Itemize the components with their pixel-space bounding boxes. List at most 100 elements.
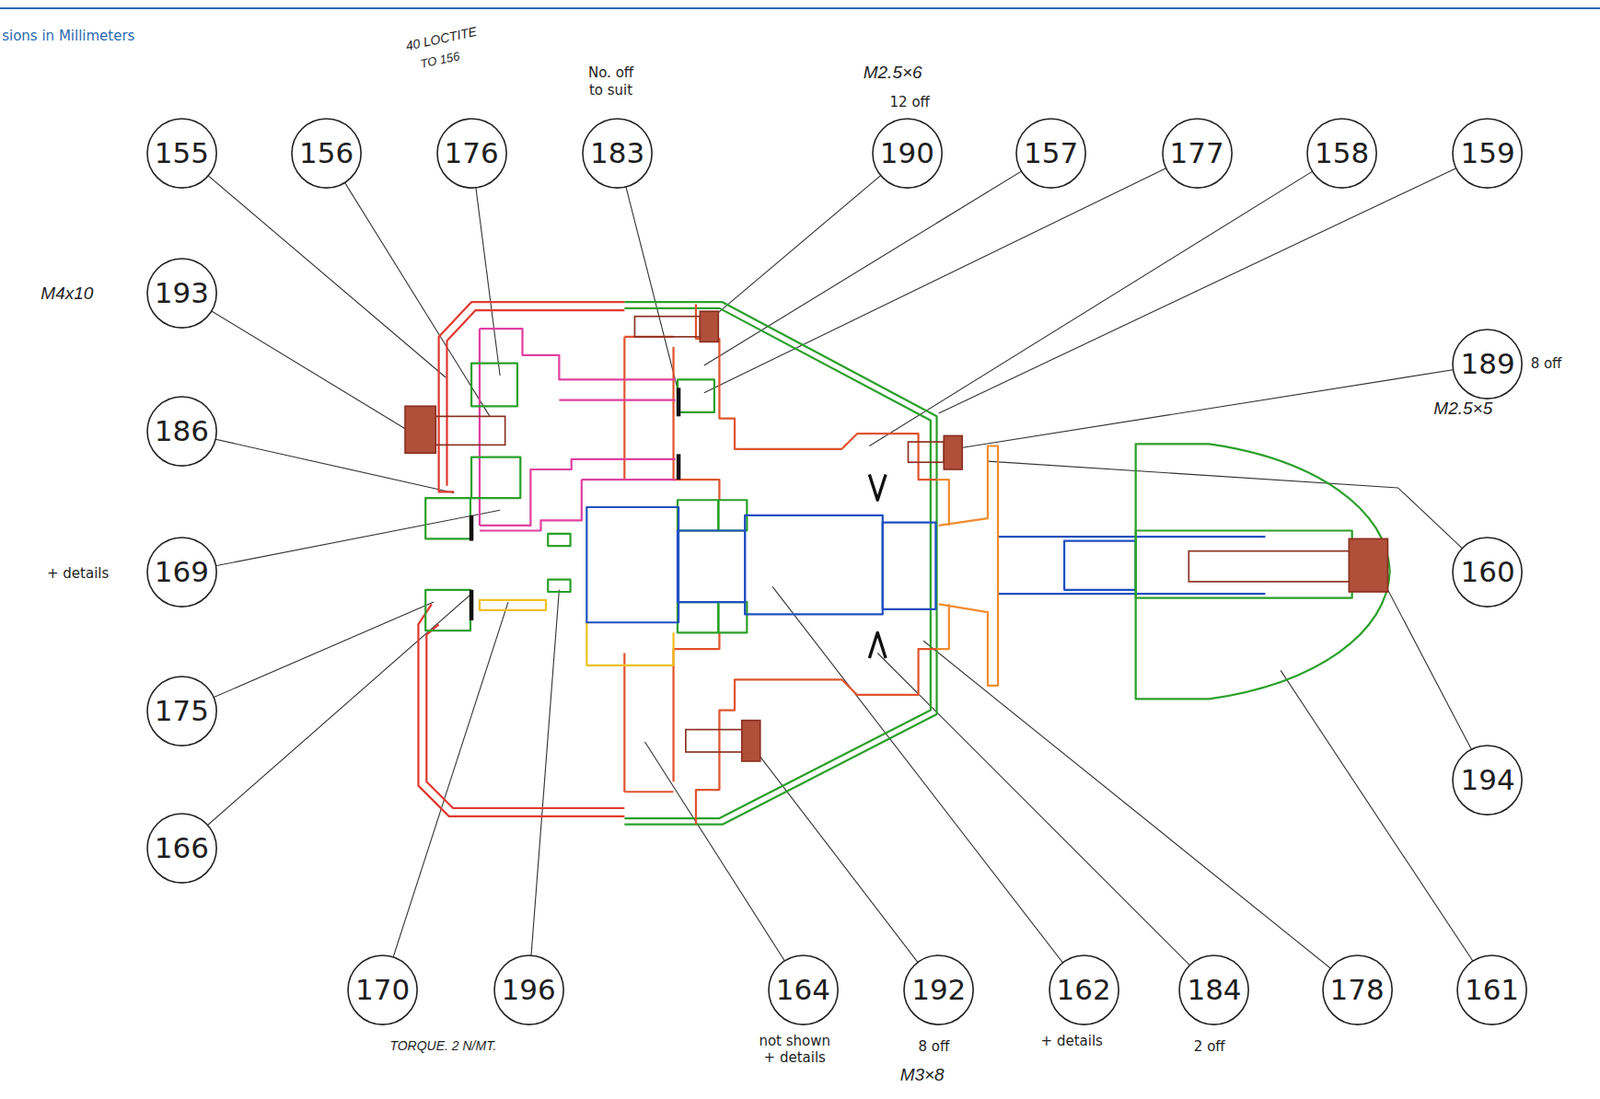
leader-line [181, 593, 472, 848]
screw-shank [685, 730, 743, 753]
annotation: TORQUE. 2 N/MT. [389, 1038, 497, 1056]
circle-shape [768, 955, 838, 1025]
circle-shape [147, 396, 217, 466]
circle-shape [1452, 745, 1522, 815]
callout-circle: 155 [146, 117, 218, 189]
callout-number: 175 [154, 696, 209, 726]
leader-line [877, 653, 1215, 991]
circle-shape [291, 118, 361, 188]
callout-circle: 160 [1451, 536, 1523, 608]
callout-number: 170 [355, 975, 410, 1005]
callout-circle: 194 [1451, 744, 1523, 816]
callout-number: 190 [880, 139, 935, 168]
annotation: 2 off [1194, 1038, 1226, 1056]
callout-number: 155 [154, 139, 209, 168]
carrier [624, 336, 673, 792]
bearing [718, 602, 747, 633]
leader-line [181, 152, 446, 378]
annotation: 8 off [1530, 355, 1563, 373]
bearing [677, 499, 719, 531]
circle-shape [494, 955, 564, 1025]
shaft [882, 522, 937, 610]
annotation: 40 LOCTITE [404, 23, 479, 55]
header-rule [0, 7, 1600, 10]
leader-line [382, 602, 509, 990]
circle-shape [582, 118, 652, 188]
callout-circle: 196 [493, 954, 565, 1026]
carrier [695, 303, 938, 480]
circle-shape [1179, 955, 1249, 1025]
carrier [695, 649, 938, 825]
spring [869, 475, 886, 660]
circle-shape [1452, 537, 1522, 607]
annotation: 8 off [918, 1038, 951, 1056]
callout-number: 178 [1330, 975, 1385, 1005]
callout-number: 157 [1023, 139, 1079, 168]
hub [937, 479, 950, 650]
callout-number: 158 [1314, 139, 1369, 168]
callout-circle: 166 [146, 812, 218, 884]
circle-shape [147, 537, 217, 607]
screw-head [699, 311, 719, 342]
bearing [471, 363, 518, 407]
shim [469, 515, 474, 542]
callout-number: 192 [911, 975, 966, 1005]
leader-line [528, 590, 559, 990]
callout-circle: 175 [146, 675, 218, 747]
callout-number: 184 [1186, 975, 1241, 1005]
shim [676, 453, 681, 480]
circle-shape [904, 955, 974, 1025]
callout-number: 160 [1460, 557, 1515, 587]
annotation: sions in Millimeters [1, 27, 135, 46]
annotation: TO 156 [418, 48, 462, 72]
housing [439, 301, 626, 492]
callout-number: 159 [1460, 139, 1515, 168]
callout-circle: 164 [767, 954, 839, 1026]
leader-line [1280, 670, 1492, 990]
bearing [547, 533, 570, 546]
callout-number: 166 [154, 834, 209, 863]
shims [469, 387, 681, 621]
leader-line [772, 586, 1084, 990]
screw-shank [634, 316, 700, 337]
leader-line [923, 640, 1357, 990]
carrier [673, 347, 720, 782]
callout-circle: 157 [1015, 117, 1087, 189]
callout-number: 196 [501, 975, 557, 1005]
leader-line [704, 152, 1197, 393]
callout-circle: 192 [903, 954, 974, 1026]
callout-number: 161 [1464, 975, 1519, 1005]
gear [479, 328, 676, 531]
callout-number: 169 [154, 557, 209, 587]
circle-shape [1452, 329, 1522, 399]
nose-cone [1136, 443, 1391, 699]
annotation: M2.5×5 [1433, 397, 1493, 420]
annotation: M2.5×6 [863, 61, 923, 84]
circle-shape [147, 676, 217, 746]
shaft [586, 507, 679, 623]
callout-circle: 178 [1321, 954, 1393, 1026]
screw-shank [907, 441, 944, 463]
annotation: No. off to suit [579, 64, 643, 100]
circle-shape [1162, 118, 1232, 188]
annotation: + details [46, 565, 109, 583]
callout-number: 164 [776, 975, 831, 1005]
callout-number: 176 [444, 139, 499, 168]
callout-number: 162 [1056, 975, 1112, 1005]
housing [426, 624, 625, 809]
callout-circle: 161 [1456, 954, 1528, 1026]
callout-circle: 162 [1048, 954, 1120, 1026]
shaft [677, 530, 745, 603]
leader-line [326, 152, 490, 417]
leader-line [181, 602, 434, 712]
leader-line [181, 510, 500, 573]
screw-shank [1188, 551, 1352, 582]
annotation: + details [1041, 1032, 1103, 1051]
bearing [425, 498, 471, 539]
callout-circle: 189 [1451, 328, 1523, 400]
shaft [1064, 541, 1137, 591]
circle-shape [147, 813, 217, 883]
circle-shape [437, 118, 507, 188]
